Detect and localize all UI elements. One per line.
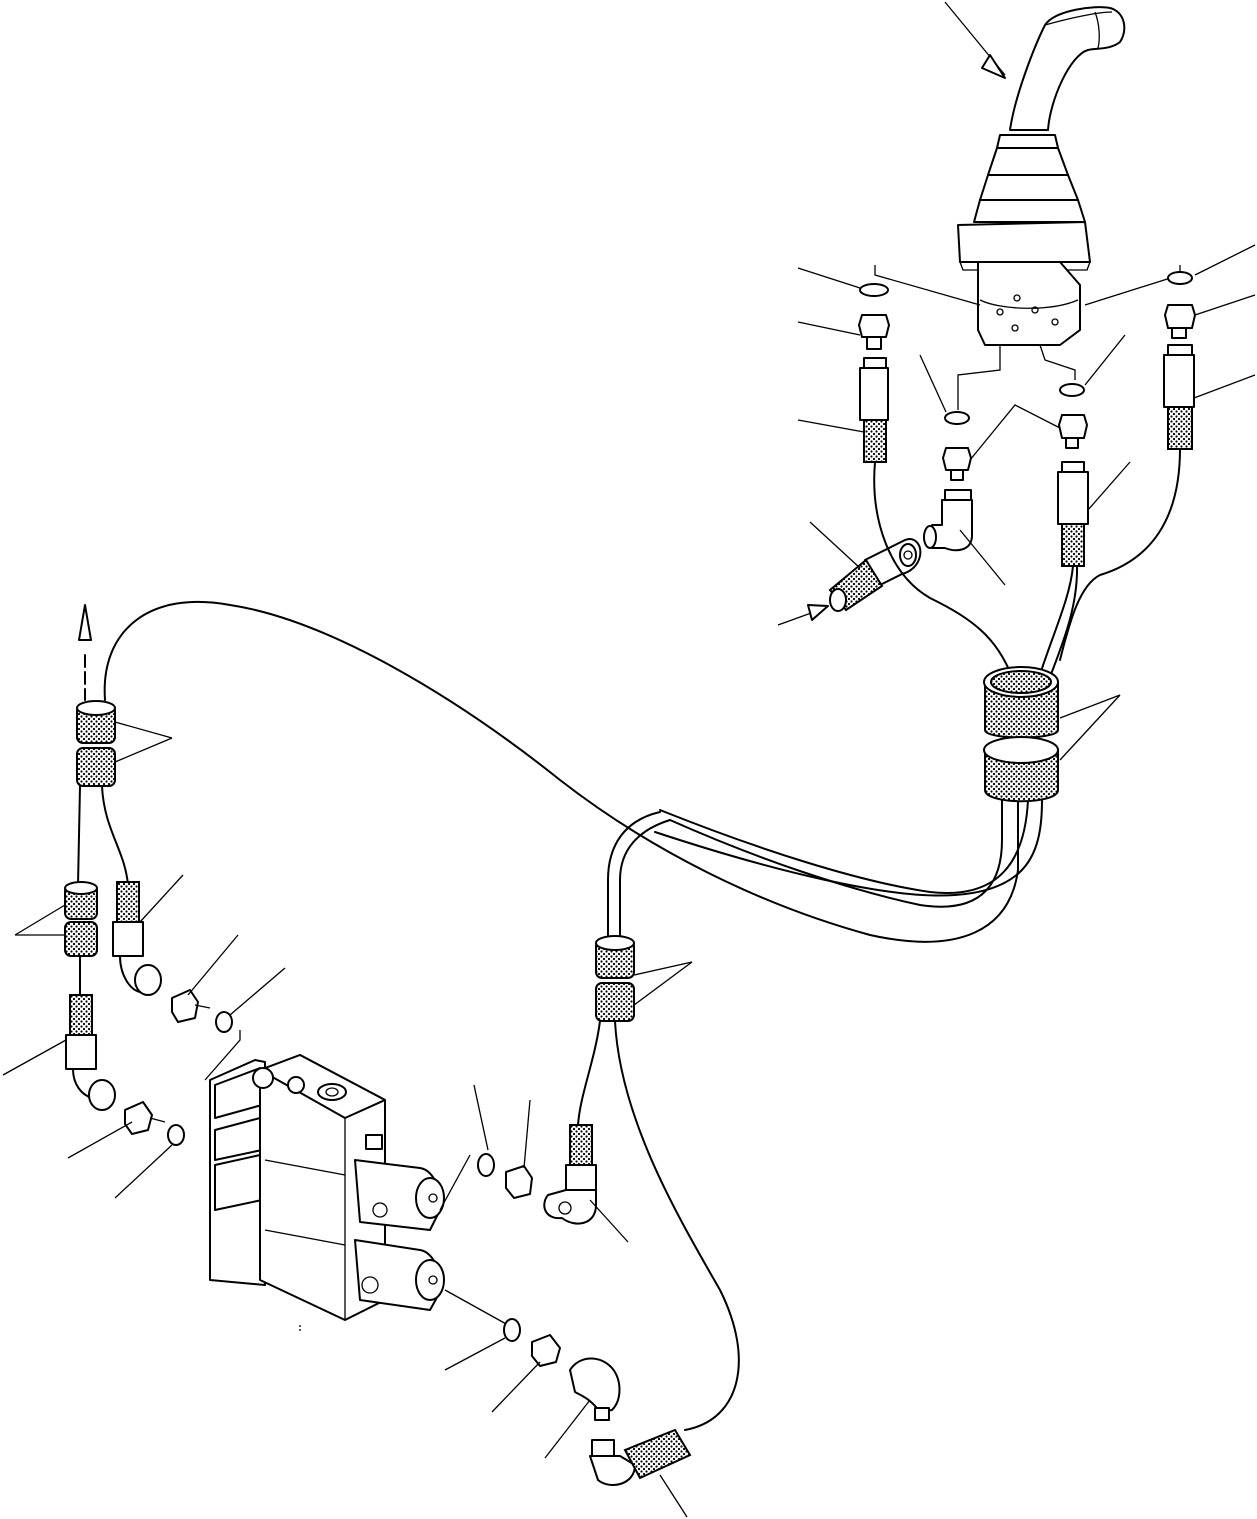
inlet-hose [828, 538, 922, 612]
fitting-stack-left [858, 283, 890, 463]
pilot-valve-body [977, 261, 1081, 346]
fitting-stack-middle-a [923, 411, 973, 552]
hose-clamp-mid-left [64, 881, 98, 957]
fitting-stack-middle-b [1057, 383, 1089, 567]
hose-clamp-center [595, 935, 635, 1022]
fitting-stack-right [1163, 271, 1196, 450]
hose-clamp-top-left [76, 700, 116, 787]
vertical-hoses-left [77, 604, 129, 886]
center-branch-hoses [439, 1020, 740, 1431]
left-branch-lower [65, 955, 185, 1146]
hose-bundle [103, 600, 1043, 943]
left-branch-upper [112, 881, 233, 1033]
control-valve-block [204, 1030, 445, 1332]
joystick-lever [957, 6, 1126, 271]
hose-clamp-large [983, 666, 1059, 803]
joystick-hoses [873, 448, 1181, 691]
bottom-elbow-assembly [444, 1289, 692, 1486]
